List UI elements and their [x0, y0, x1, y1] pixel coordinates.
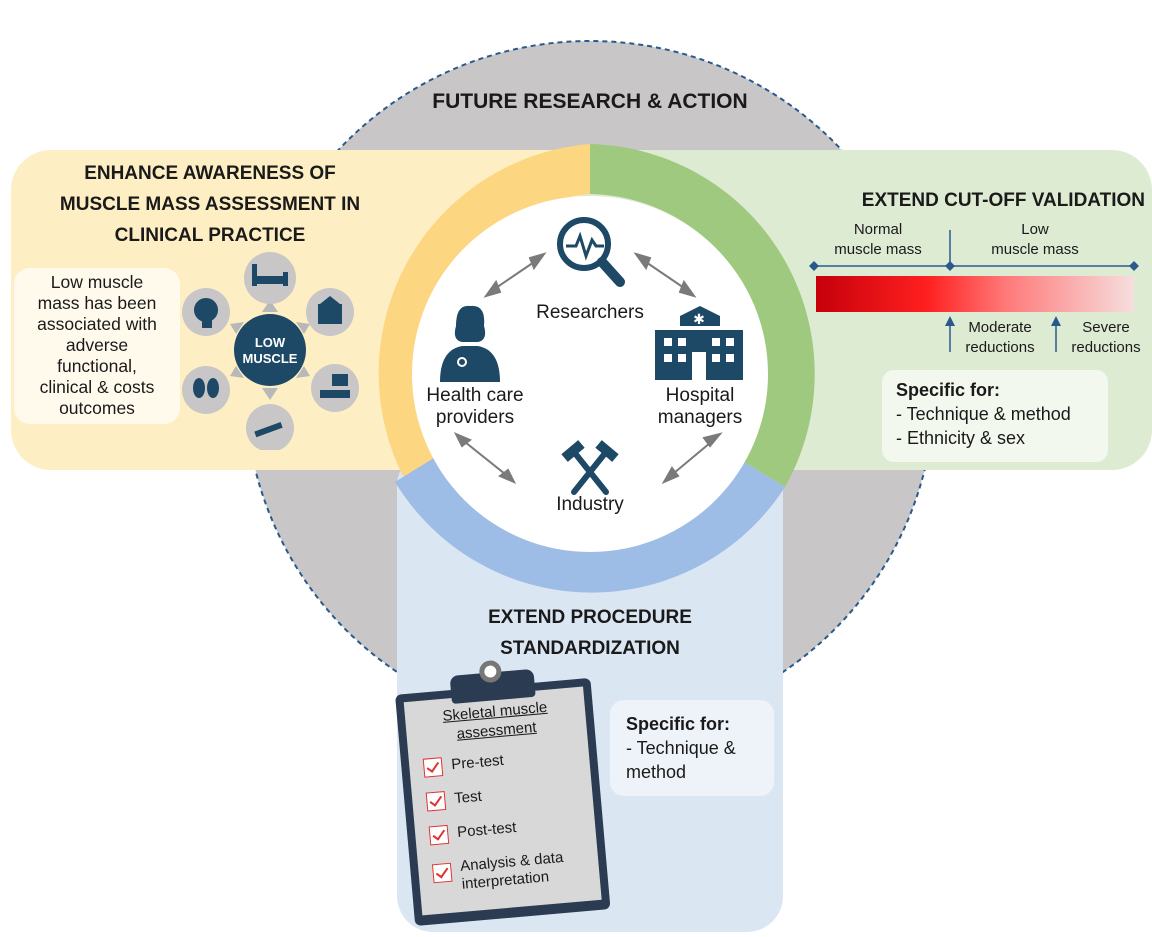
moderate-reductions-label: Moderate reductions	[955, 318, 1045, 358]
standardization-specific-box: Specific for: - Technique & method	[610, 700, 774, 796]
ring-segment-green	[590, 144, 815, 487]
specific-item: - Technique &	[626, 738, 736, 758]
severe-reductions-label: Severe reductions	[1062, 318, 1150, 358]
checklist-label: Post-test	[456, 818, 517, 842]
awareness-note: Low muscle mass has been associated with…	[14, 268, 180, 424]
connector-arrows	[453, 252, 723, 485]
standardization-heading-line: EXTEND PROCEDURE	[488, 607, 692, 628]
low-label-line: Low	[1021, 221, 1049, 238]
checkbox-icon	[428, 824, 450, 846]
industry-icon	[561, 440, 619, 495]
note-line: clinical & costs	[39, 377, 155, 397]
hospital-building-icon	[306, 288, 354, 336]
providers-label-line: providers	[435, 407, 515, 428]
checklist-label: Pre-test	[450, 751, 505, 774]
note-line: adverse	[65, 335, 129, 355]
awareness-heading-line: ENHANCE AWARENESS OF	[84, 163, 336, 184]
severe-label-line: reductions	[1071, 339, 1141, 356]
specific-title: Specific for:	[626, 714, 731, 734]
low-muscle-label: Low muscle mass	[975, 220, 1095, 260]
note-line: associated with	[37, 314, 157, 334]
normal-muscle-label: Normal muscle mass	[818, 220, 938, 260]
validation-heading: EXTEND CUT-OFF VALIDATION	[861, 190, 1145, 211]
specific-item: - Ethnicity & sex	[896, 428, 1026, 448]
specific-title: Specific for:	[896, 380, 1001, 400]
hub-label-line: LOW	[255, 335, 286, 350]
providers-label-line: Health care	[426, 385, 524, 406]
industry-label: Industry	[556, 494, 624, 515]
checklist-label: Test	[453, 787, 483, 808]
researchers-label: Researchers	[536, 302, 644, 323]
hospital-bed-icon	[244, 252, 296, 304]
providers-label: Health care providers	[420, 385, 530, 429]
normal-label-line: Normal	[853, 221, 903, 238]
svg-text:✱: ✱	[693, 311, 705, 327]
note-line: Low muscle	[50, 272, 144, 292]
severe-label-line: Severe	[1082, 319, 1130, 336]
hospital-managers-icon: ✱	[655, 306, 743, 380]
standardization-heading-line: STANDARDIZATION	[500, 638, 680, 659]
checkbox-icon	[422, 757, 444, 778]
cutoff-scale	[809, 230, 1139, 352]
moderate-label-line: Moderate	[968, 319, 1032, 336]
researchers-icon	[557, 217, 625, 287]
awareness-heading-line: CLINICAL PRACTICE	[114, 225, 306, 246]
managers-label: Hospital managers	[640, 385, 760, 429]
checkbox-icon	[425, 790, 447, 812]
awareness-heading-line: MUSCLE MASS ASSESSMENT IN	[59, 194, 361, 215]
checkbox-icon	[431, 862, 453, 884]
clipboard: Skeletal muscle assessment Pre-test Test…	[393, 659, 611, 927]
low-muscle-hub: LOW MUSCLE	[182, 252, 359, 450]
brain-icon	[182, 288, 230, 336]
managers-label-line: Hospital	[665, 385, 735, 406]
ring-segment-blue	[395, 456, 785, 593]
health-care-provider-icon	[440, 305, 500, 382]
moderate-label-line: reductions	[965, 339, 1035, 356]
low-label-line: muscle mass	[991, 241, 1079, 258]
main-title: FUTURE RESEARCH & ACTION	[432, 90, 748, 113]
specific-item: method	[626, 762, 687, 782]
note-line: functional,	[57, 356, 137, 376]
hub-label-line: MUSCLE	[243, 351, 298, 366]
patient-monitor-icon	[311, 364, 359, 412]
specific-item: - Technique & method	[896, 404, 1071, 424]
severity-gradient-bar	[816, 276, 1134, 312]
normal-label-line: muscle mass	[834, 241, 922, 258]
low-muscle-circle	[234, 314, 306, 386]
awareness-heading: ENHANCE AWARENESS OF MUSCLE MASS ASSESSM…	[20, 158, 400, 251]
organs-icon	[182, 366, 230, 414]
syringe-icon	[246, 404, 294, 450]
validation-specific-box: Specific for: - Technique & method - Eth…	[882, 370, 1108, 462]
ring-segment-yellow	[378, 144, 590, 480]
standardization-heading: EXTEND PROCEDURE STANDARDIZATION	[420, 602, 760, 664]
note-line: outcomes	[59, 398, 135, 418]
note-line: mass has been	[37, 293, 157, 313]
managers-label-line: managers	[657, 407, 743, 428]
